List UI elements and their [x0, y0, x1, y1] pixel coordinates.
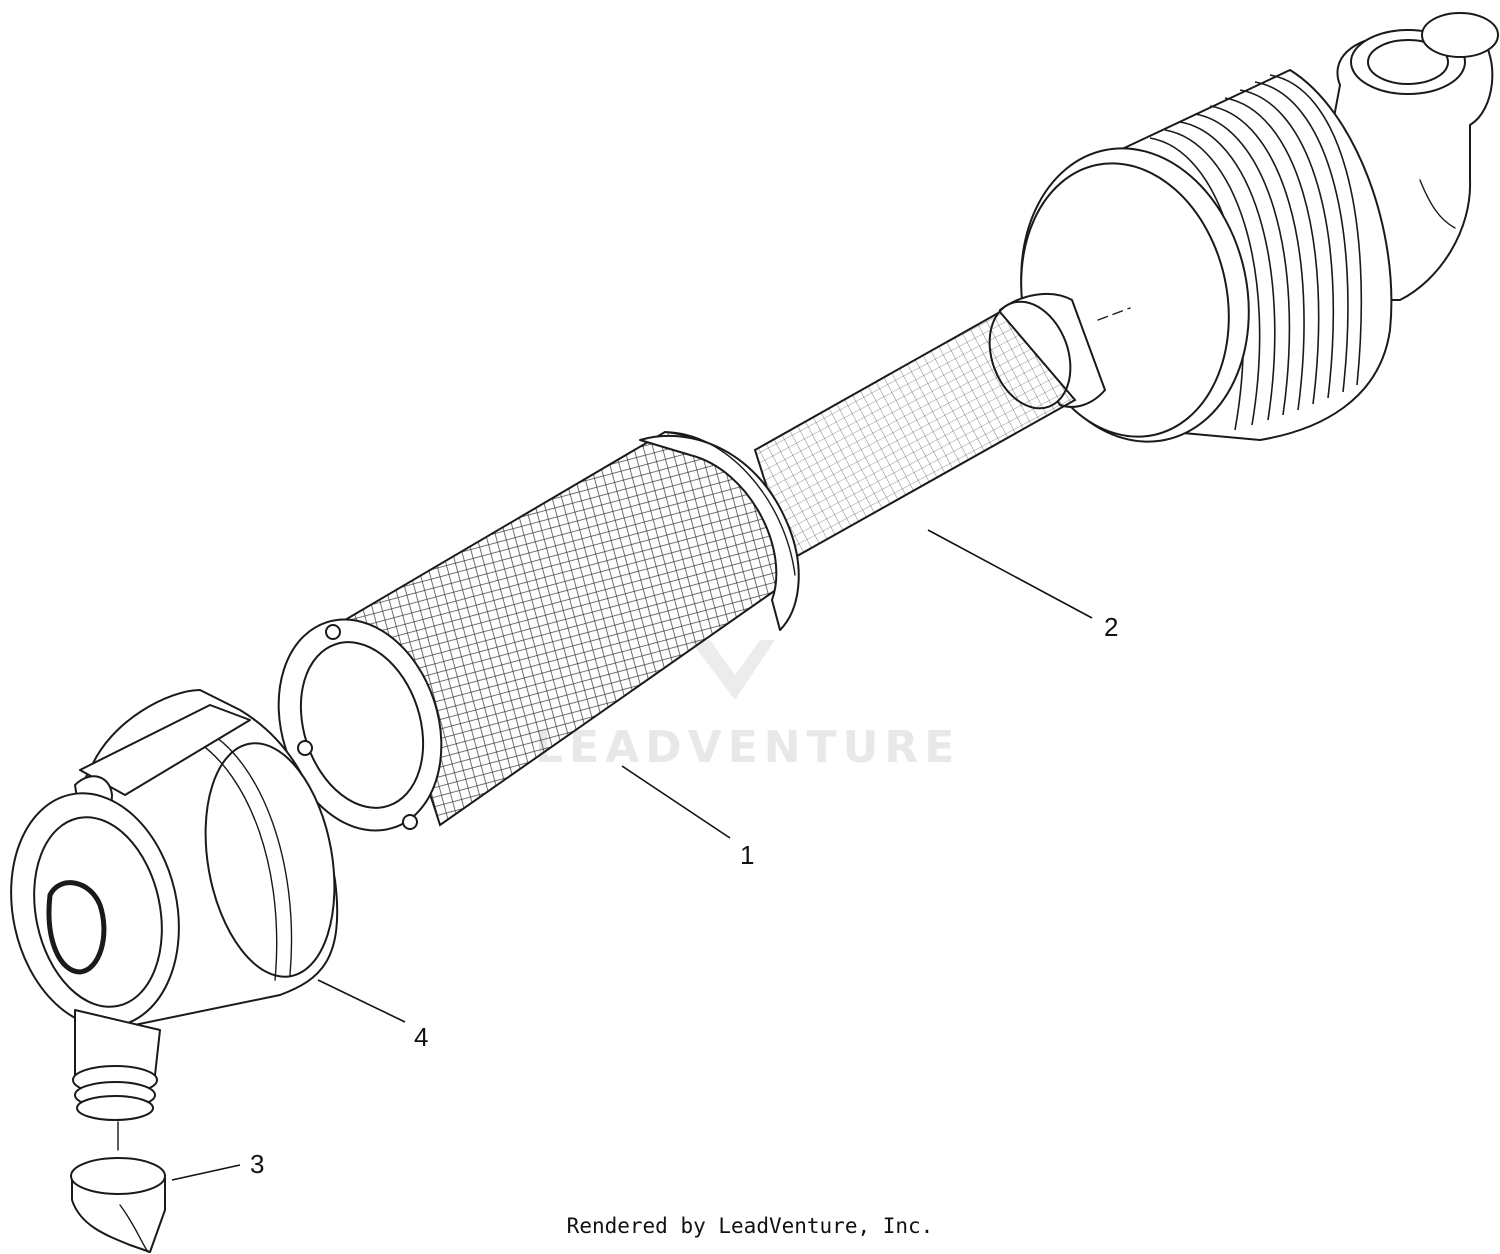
watermark-text: LEADVENTURE: [535, 722, 960, 773]
rear-ring-edge: [664, 431, 796, 576]
watermark-logo: LEADVENTURE: [535, 640, 960, 773]
cover-center-boss: [46, 880, 107, 975]
valve-body: [71, 1174, 166, 1253]
callout-2: 2: [1104, 612, 1118, 642]
cover-rear-flange: [204, 742, 336, 978]
part-evacuator-valve: [70, 1157, 166, 1253]
callout-4: 4: [414, 1022, 428, 1052]
cover-flange-edge: [204, 729, 293, 976]
callout-1: 1: [740, 840, 754, 870]
elbow-crease: [1419, 179, 1456, 229]
part-primary-filter: [277, 430, 800, 832]
part-end-cover: [10, 689, 339, 1151]
valve-rim: [70, 1157, 166, 1195]
outlet-port-rear: [1421, 12, 1499, 58]
outlet-port-inner: [1367, 39, 1449, 85]
leader-3: [171, 1164, 241, 1181]
cap-rivet-1: [325, 624, 341, 640]
render-credit: Rendered by LeadVenture, Inc.: [566, 1214, 934, 1238]
inner-safety-element-mesh: [753, 310, 1077, 562]
leader-2: [927, 529, 1093, 619]
callout-3: 3: [250, 1149, 264, 1179]
drain-spout-tip: [76, 1095, 154, 1121]
cap-rivet-3: [402, 814, 418, 830]
primary-filter-rear-ring: [639, 434, 800, 631]
callouts: 2 1 4 3: [171, 529, 1118, 1181]
leader-1: [621, 765, 731, 839]
housing-centerline: [1097, 307, 1131, 321]
cover-flange-edge-2: [194, 739, 278, 981]
valve-lip: [119, 1204, 149, 1253]
leader-4: [317, 979, 406, 1023]
cap-rivet-2: [297, 740, 313, 756]
part-housing-assembly: [753, 12, 1499, 562]
